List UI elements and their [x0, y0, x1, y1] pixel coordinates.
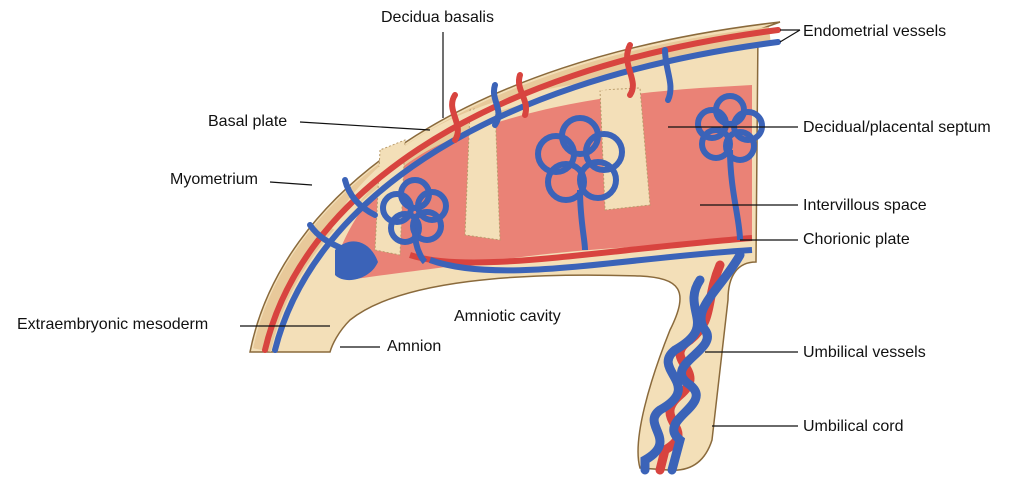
chorionic-vein	[428, 247, 753, 274]
venous-lake	[335, 241, 378, 281]
label-amnion: Amnion	[387, 338, 442, 355]
leader-lines	[240, 29, 801, 427]
label-chorionic-plate: Chorionic plate	[803, 231, 910, 248]
label-myometrium: Myometrium	[170, 171, 259, 188]
label-umbilical-cord: Umbilical cord	[803, 418, 904, 435]
label-intervillous-space: Intervillous space	[803, 197, 927, 214]
umbilical-vessels	[640, 250, 745, 475]
label-basal-plate: Basal plate	[208, 113, 288, 130]
label-endometrial-vessels: Endometrial vessels	[803, 23, 947, 40]
label-extraembryonic-mesoderm: Extraembryonic mesoderm	[17, 316, 209, 333]
label-decidual-septum: Decidual/placental septum	[803, 119, 991, 136]
endometrial-artery	[262, 27, 781, 353]
basal-plate	[330, 67, 756, 233]
endometrial-vein	[272, 39, 781, 353]
label-decidua-basalis: Decidua basalis	[381, 9, 494, 26]
villous-trees	[380, 93, 765, 265]
label-umbilical-vessels: Umbilical vessels	[803, 344, 926, 361]
label-amniotic-cavity: Amniotic cavity	[454, 308, 561, 325]
decidual-septa	[374, 87, 651, 256]
